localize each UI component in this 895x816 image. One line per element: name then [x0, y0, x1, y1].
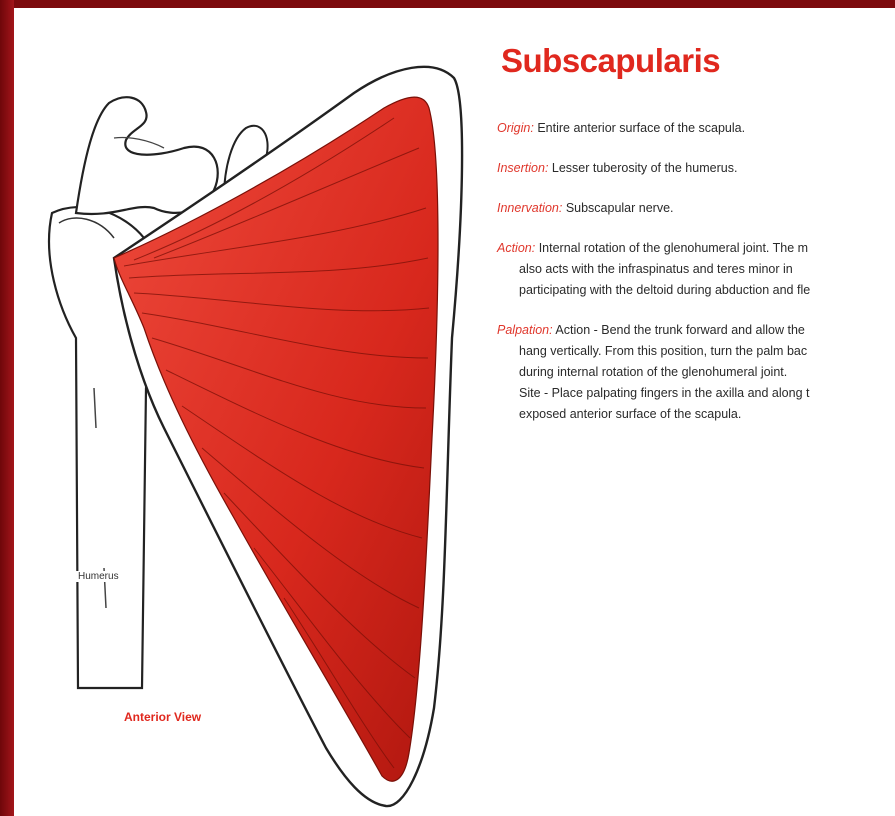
action-text-line: participating with the deltoid during ab…	[497, 280, 895, 301]
muscle-facts: Origin: Entire anterior surface of the s…	[497, 118, 895, 444]
slide-frame-left	[0, 0, 14, 816]
coracoid-process	[76, 97, 218, 214]
palpation-text-line: Action - Bend the trunk forward and allo…	[555, 323, 804, 337]
innervation-text: Subscapular nerve.	[566, 201, 674, 215]
origin-text: Entire anterior surface of the scapula.	[537, 121, 745, 135]
page-title: Subscapularis	[501, 42, 720, 80]
entry-origin: Origin: Entire anterior surface of the s…	[497, 118, 895, 139]
action-text-line: Internal rotation of the glenohumeral jo…	[539, 241, 808, 255]
subscapularis-illustration	[14, 8, 514, 816]
palpation-label: Palpation:	[497, 323, 553, 337]
innervation-label: Innervation:	[497, 201, 562, 215]
origin-label: Origin:	[497, 121, 534, 135]
palpation-text-line: exposed anterior surface of the scapula.	[497, 404, 895, 425]
action-label: Action:	[497, 241, 535, 255]
entry-insertion: Insertion: Lesser tuberosity of the hume…	[497, 158, 895, 179]
insertion-label: Insertion:	[497, 161, 548, 175]
palpation-text-line: hang vertically. From this position, tur…	[497, 341, 895, 362]
action-text-line: also acts with the infraspinatus and ter…	[497, 259, 895, 280]
humerus-label: Humerus	[76, 571, 121, 582]
entry-palpation: Palpation: Action - Bend the trunk forwa…	[497, 320, 895, 425]
entry-innervation: Innervation: Subscapular nerve.	[497, 198, 895, 219]
document-page: Humerus Anterior View Subscapularis Orig…	[14, 8, 895, 816]
palpation-text-line: Site - Place palpating fingers in the ax…	[497, 383, 895, 404]
palpation-text-line: during internal rotation of the glenohum…	[497, 362, 895, 383]
insertion-text: Lesser tuberosity of the humerus.	[552, 161, 738, 175]
slide-frame-top	[0, 0, 895, 8]
entry-action: Action: Internal rotation of the glenohu…	[497, 238, 895, 301]
anterior-view-label: Anterior View	[124, 710, 201, 724]
